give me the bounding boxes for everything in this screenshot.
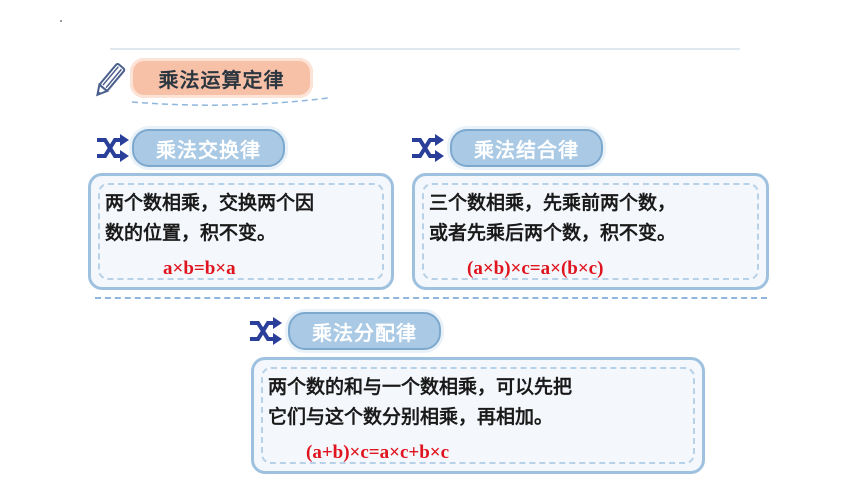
distributive-law-card: 两个数的和与一个数相乘，可以先把 它们与这个数分别相乘，再相加。 (a+b)×c… xyxy=(251,357,705,474)
top-rule xyxy=(110,48,740,50)
pencil-icon xyxy=(96,63,126,97)
title-dashed-underline xyxy=(131,97,329,106)
associative-law-formula: (a×b)×c=a×(b×c) xyxy=(467,258,604,279)
commutative-law-formula: a×b=b×a xyxy=(163,258,236,279)
commutative-law-text-line1: 两个数相乘，交换两个因 xyxy=(105,192,315,214)
distributive-law-text-line1: 两个数的和与一个数相乘，可以先把 xyxy=(268,376,573,398)
associative-law-pill: 乘法结合律 xyxy=(450,129,603,167)
card-dashed-frame xyxy=(422,183,759,280)
section-divider xyxy=(95,297,767,299)
associative-law-text-line1: 三个数相乘，先乘前两个数， xyxy=(429,192,677,214)
commutative-law-text-line2: 数的位置，积不变。 xyxy=(105,222,277,244)
associative-law-text-line2: 或者先乘后两个数，积不变。 xyxy=(429,222,677,244)
shuffle-icon xyxy=(250,317,282,345)
commutative-law-pill: 乘法交换律 xyxy=(132,129,285,167)
decorative-dot xyxy=(60,20,62,22)
card-dashed-frame xyxy=(261,367,695,464)
distributive-law-formula: (a+b)×c=a×c+b×c xyxy=(306,442,450,463)
commutative-law-card: 两个数相乘，交换两个因 数的位置，积不变。 a×b=b×a xyxy=(88,173,394,290)
associative-law-card: 三个数相乘，先乘前两个数， 或者先乘后两个数，积不变。 (a×b)×c=a×(b… xyxy=(412,173,769,290)
distributive-law-pill: 乘法分配律 xyxy=(288,312,441,350)
section-title: 乘法运算定律 xyxy=(130,58,313,98)
card-dashed-frame xyxy=(98,183,384,280)
distributive-law-text-line2: 它们与这个数分别相乘，再相加。 xyxy=(268,406,554,428)
shuffle-icon xyxy=(412,134,444,162)
shuffle-icon xyxy=(97,134,129,162)
